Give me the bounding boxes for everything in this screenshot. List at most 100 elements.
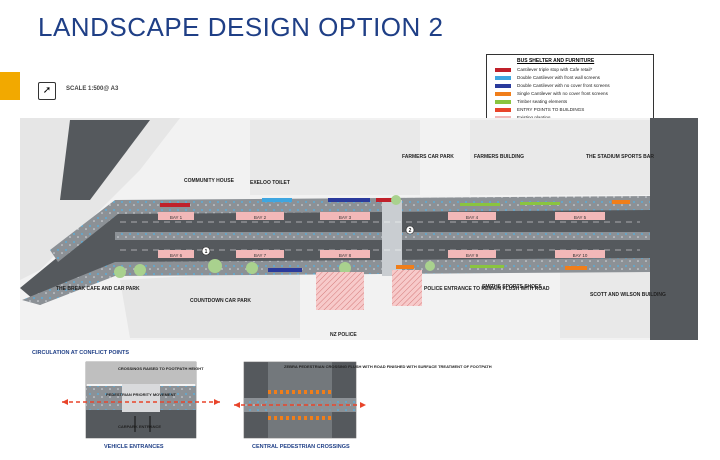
break-cafe-label: THE BREAK CAFE AND CAR PARK [56, 286, 140, 292]
building-block [20, 118, 180, 280]
marker-2-label: 2 [409, 228, 412, 234]
tree [134, 264, 146, 276]
bay-label: BAY 10 [573, 253, 588, 258]
shelter-single [565, 266, 587, 270]
shelter-double-screens [262, 198, 292, 202]
building-block [470, 120, 650, 195]
marker-1-label: 1 [205, 249, 208, 255]
legend-item: Double Cantilever with no cover front sc… [487, 82, 653, 90]
bus-bay [320, 250, 370, 258]
exeloo-label: EXELOO TOILET [250, 180, 290, 186]
legend-swatch [495, 68, 511, 72]
car-park-area [120, 270, 300, 338]
building-block [250, 120, 420, 195]
pedestrian-priority-note: PEDESTRIAN PRIORITY MOVEMENT [106, 392, 176, 397]
farmers-car-park-label: FARMERS CAR PARK [402, 154, 454, 160]
bus-bay [448, 250, 496, 258]
bay-label: BAY 5 [574, 215, 587, 220]
legend-item: Double Cantilever with front wall screen… [487, 74, 653, 82]
crossings-raised-note: CROSSINGS RAISED TO FOOTPATH HEIGHT [118, 366, 204, 371]
smiths-label: SMITHS SPORTS SHOES [482, 284, 542, 290]
timber-seating [520, 202, 560, 205]
caption-vehicle-entrances: VEHICLE ENTRANCES [104, 444, 164, 450]
legend-item-label: Existing planting [517, 115, 551, 120]
carpark-entrance-note: CARPARK ENTRANCE [118, 424, 161, 429]
bus-bay [555, 250, 605, 258]
legend-item: Single Cantilever with no cover front sc… [487, 90, 653, 98]
legend-title: BUS SHELTER AND FURNITURE [517, 58, 595, 64]
shelter-single [396, 265, 414, 269]
legend-swatch [495, 100, 511, 104]
side-road [650, 118, 698, 340]
legend-item: Timber seating elements [487, 98, 653, 106]
legend-item-label: Double Cantilever with no cover front sc… [517, 83, 610, 88]
bay-label: BAY 6 [170, 253, 183, 258]
shelter-single [612, 200, 630, 204]
tree [391, 195, 401, 205]
scale-label: SCALE 1:500@ A3 [66, 86, 119, 92]
tree [339, 262, 351, 274]
marker-2 [405, 225, 415, 235]
tree [114, 266, 126, 278]
timber-seating [470, 265, 504, 268]
bus-bay [158, 212, 194, 220]
timber-seating [460, 203, 500, 206]
conflict-heading: CIRCULATION AT CONFLICT POINTS [32, 350, 129, 356]
bus-bay [158, 250, 194, 258]
bay-label: BAY 4 [466, 215, 479, 220]
bus-bay [236, 250, 284, 258]
community-house-label: COMMUNITY HOUSE [184, 178, 235, 184]
building-block [560, 272, 650, 338]
shelter-double [328, 198, 370, 202]
nz-police-label: NZ POLICE [330, 332, 357, 338]
bay-label: BAY 2 [254, 215, 267, 220]
page-title: LANDSCAPE DESIGN OPTION 2 [38, 12, 444, 42]
arrow-right-icon [214, 399, 220, 405]
bay-label: BAY 9 [466, 253, 479, 258]
arrow-left-icon [234, 402, 240, 408]
farmers-building-label: FARMERS BUILDING [474, 154, 524, 160]
corner-footpath [50, 200, 118, 262]
shelter-double [268, 268, 302, 272]
detail-1-building [86, 362, 196, 384]
bus-bay [448, 212, 496, 220]
scott-wilson-label: SCOTT AND WILSON BUILDING [590, 292, 666, 298]
tree [208, 259, 222, 273]
zebra-note: ZEBRA PEDESTRIAN CROSSING FLUSH WITH ROA… [284, 364, 492, 369]
detail-1-road [86, 410, 196, 438]
bay-label: BAY 3 [339, 215, 352, 220]
bay-label: BAY 7 [254, 253, 267, 258]
legend-item-label: Double Cantilever with front wall screen… [517, 75, 600, 80]
marker-1 [201, 246, 211, 256]
countdown-label: COUNTDOWN CAR PARK [190, 298, 251, 304]
legend-swatch [495, 76, 511, 80]
existing-planting [392, 270, 422, 306]
shelter-cafe [160, 203, 190, 207]
legend-item-label: Single Cantilever with no cover front sc… [517, 91, 608, 96]
legend-item-label: ENTRY POINTS TO BUILDINGS [517, 107, 585, 112]
bus-bay [555, 212, 605, 220]
south-footpath [22, 258, 650, 305]
legend-item: ENTRY POINTS TO BUILDINGS [487, 106, 653, 114]
tree [425, 261, 435, 271]
police-entrance-label: POLICE ENTRANCE TO REMAIN FLUSH WITH ROA… [424, 286, 550, 292]
arrow-left-icon [62, 399, 68, 405]
caption-central-crossings: CENTRAL PEDESTRIAN CROSSINGS [252, 444, 350, 450]
legend-item-label: Cantilever triple stop with Cafe retail* [517, 67, 593, 72]
legend-item: Cantilever triple stop with Cafe retail* [487, 66, 653, 74]
shelter-cafe [376, 198, 394, 202]
bay-label: BAY 8 [339, 253, 352, 258]
detail-2-crossing [268, 362, 332, 438]
north-arrow-icon: ➚ [38, 82, 56, 100]
side-road [60, 120, 150, 200]
bus-bay [320, 212, 370, 220]
bus-bay [236, 212, 284, 220]
detail-1-crossing [122, 384, 160, 412]
bay-label: BAY 1 [170, 215, 183, 220]
tree [246, 262, 258, 274]
arrow-right-icon [360, 402, 366, 408]
central-crossing [382, 200, 402, 276]
legend-swatch [495, 92, 511, 96]
legend-swatch [495, 108, 511, 112]
